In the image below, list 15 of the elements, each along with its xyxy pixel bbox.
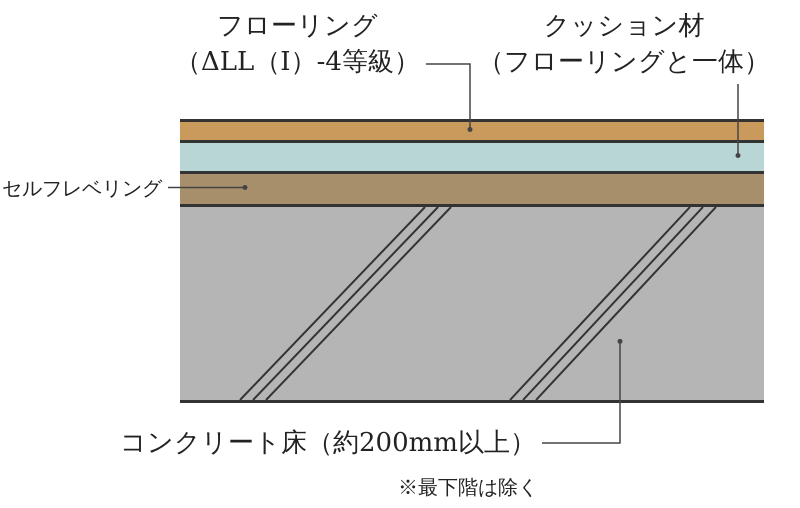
- label-text: フローリング: [216, 10, 379, 43]
- label-text: （ΔLL（I）-4等級）: [175, 46, 420, 79]
- leader-line: [426, 63, 472, 132]
- label-text: セルフレベリング: [2, 170, 162, 206]
- leader-line: [736, 84, 740, 158]
- label-text: クッション材: [542, 10, 706, 43]
- label-text: （フローリングと一体）: [478, 46, 770, 79]
- leader-line: [168, 185, 248, 190]
- note-text: ※最下階は除く: [398, 474, 538, 501]
- self-leveling-layer: [180, 171, 764, 204]
- leader-line: [542, 338, 622, 444]
- concrete-slab: [180, 204, 764, 403]
- label-text: コンクリート床（約200mm以上）: [120, 425, 536, 461]
- flooring-layer: [180, 119, 764, 140]
- cushion-layer: [180, 140, 764, 171]
